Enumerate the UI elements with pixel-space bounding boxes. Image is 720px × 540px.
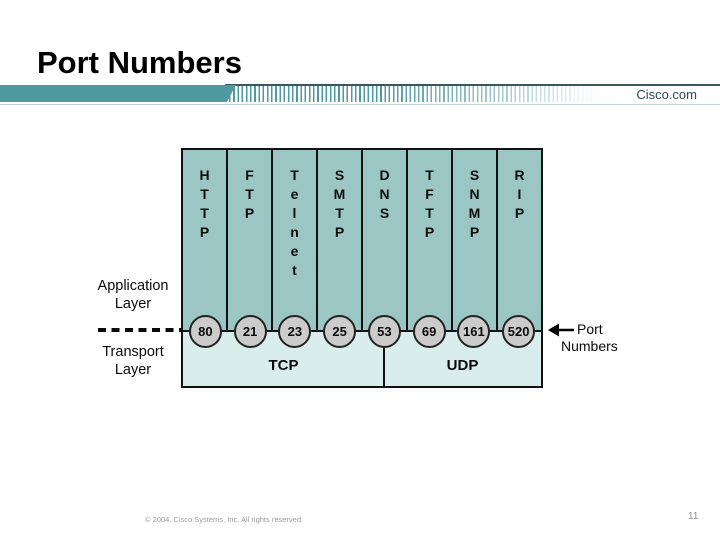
- udp-section-label: UDP: [446, 357, 479, 374]
- tcp-udp-divider: [383, 332, 385, 386]
- port-circle-25: 25: [323, 314, 357, 348]
- application-layer-label: Application Layer: [86, 277, 180, 313]
- port-circle-69: 69: [412, 314, 446, 348]
- port-circle-161: 161: [457, 314, 491, 348]
- page-number: 11: [688, 511, 699, 522]
- tcp-section-label: TCP: [268, 357, 299, 374]
- port-circle-520: 520: [502, 314, 536, 348]
- transport-layer-line1: Transport: [102, 344, 164, 360]
- transport-layer-line2: Layer: [114, 362, 152, 378]
- layer-boundary-dashed-line: [98, 328, 181, 332]
- header-underline: [0, 104, 720, 105]
- header-accent-line: [225, 84, 720, 86]
- footer-copyright: © 2004, Cisco Systems, Inc. All rights r…: [145, 515, 304, 524]
- application-layer-line2: Layer: [114, 296, 152, 312]
- page-title: Port Numbers: [37, 45, 242, 80]
- header-pinstripes: [229, 86, 611, 102]
- port-circle-23: 23: [278, 314, 312, 348]
- port-numbers-label-line1: Port: [577, 321, 603, 337]
- application-layer-line1: Application: [97, 278, 169, 294]
- header-teal-bar: [0, 85, 236, 102]
- transport-layer-label: Transport Layer: [86, 343, 180, 379]
- port-numbers-label-line2: Numbers: [561, 338, 618, 354]
- port-circle-53: 53: [367, 314, 401, 348]
- port-circle-21: 21: [233, 314, 267, 348]
- left-arrow-icon: [548, 323, 574, 337]
- brand-logo: Cisco.com: [636, 87, 697, 102]
- port-circle-80: 80: [188, 314, 222, 348]
